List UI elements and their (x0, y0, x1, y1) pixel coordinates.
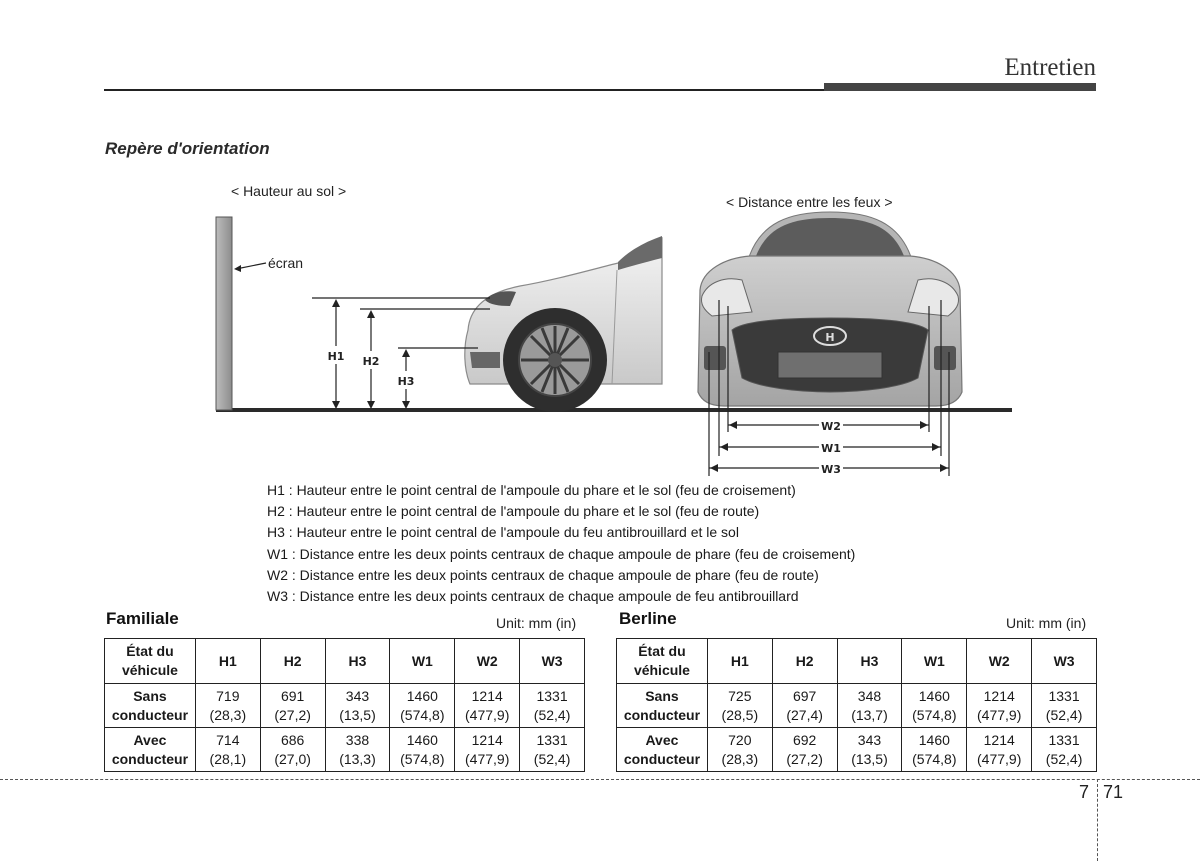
footer-dashed-rule (0, 779, 1200, 780)
value-cell: 343(13,5) (836, 727, 903, 772)
definition-w3: W3 : Distance entre les deux points cent… (267, 588, 799, 605)
dim-label-h1: H1 (328, 350, 345, 363)
value-cell: 1214(477,9) (454, 727, 521, 772)
header-rule (104, 89, 1096, 91)
svg-text:H: H (825, 331, 834, 344)
header-h3: H3 (324, 638, 391, 684)
value-cell: 1214(477,9) (966, 683, 1033, 728)
familiale-title: Familiale (106, 609, 179, 628)
value-cell: 1460(574,8) (389, 683, 456, 728)
footer-dashed-divider (1097, 779, 1098, 861)
header-w2: W2 (454, 638, 521, 684)
screen-panel (215, 216, 233, 411)
value-cell: 1460(574,8) (389, 727, 456, 772)
chapter-title: Entretien (1004, 54, 1096, 81)
chapter-number: 7 (1079, 782, 1090, 802)
header-h1: H1 (194, 638, 261, 684)
familiale-unit: Unit: mm (in) (496, 615, 577, 631)
value-cell: 1331(52,4) (1031, 727, 1097, 772)
value-cell: 348(13,7) (836, 683, 903, 728)
value-cell: 725(28,5) (706, 683, 773, 728)
header-rule-accent (824, 83, 1096, 91)
dim-label-w1: W1 (821, 442, 841, 455)
dim-label-h3: H3 (398, 375, 415, 388)
car-front-view: H (697, 211, 963, 407)
dim-label-w2: W2 (821, 420, 841, 433)
definition-h2: H2 : Hauteur entre le point central de l… (267, 503, 760, 520)
definition-h3: H3 : Hauteur entre le point central de l… (267, 524, 739, 541)
value-cell: 697(27,4) (771, 683, 838, 728)
screen-label: écran (268, 255, 303, 271)
header-w3: W3 (1031, 638, 1097, 684)
value-cell: 1331(52,4) (519, 683, 585, 728)
value-cell: 691(27,2) (259, 683, 326, 728)
ground-line (216, 408, 1012, 412)
header-w1: W1 (389, 638, 456, 684)
value-cell: 1331(52,4) (1031, 683, 1097, 728)
page-number: 71 (1103, 782, 1124, 802)
value-cell: 686(27,0) (259, 727, 326, 772)
header-w2: W2 (966, 638, 1033, 684)
value-cell: 719(28,3) (194, 683, 261, 728)
header-h1: H1 (706, 638, 773, 684)
value-cell: 338(13,3) (324, 727, 391, 772)
value-cell: 1460(574,8) (901, 727, 968, 772)
dim-label-h2: H2 (363, 355, 380, 368)
value-cell: 1460(574,8) (901, 683, 968, 728)
value-cell: 692(27,2) (771, 727, 838, 772)
dimension-definitions: H1 : Hauteur entre le point central de l… (267, 480, 855, 607)
car-side-view (464, 236, 663, 412)
value-cell: 1214(477,9) (454, 683, 521, 728)
value-cell: 720(28,3) (706, 727, 773, 772)
ground-height-caption: < Hauteur au sol > (231, 183, 347, 199)
header-h3: H3 (836, 638, 903, 684)
headlight-aiming-figure: écran H1 H2 H3 (215, 211, 1012, 476)
section-title: Repère d'orientation (105, 139, 270, 158)
lamp-distance-caption: < Distance entre les feux > (726, 194, 893, 210)
berline-unit: Unit: mm (in) (1006, 615, 1087, 631)
header-w1: W1 (901, 638, 968, 684)
header-h2: H2 (259, 638, 326, 684)
value-cell: 1214(477,9) (966, 727, 1033, 772)
value-cell: 1331(52,4) (519, 727, 585, 772)
value-cell: 714(28,1) (194, 727, 261, 772)
definition-w1: W1 : Distance entre les deux points cent… (267, 545, 856, 562)
value-cell: 343(13,5) (324, 683, 391, 728)
berline-title: Berline (619, 609, 677, 628)
definition-w2: W2 : Distance entre les deux points cent… (267, 566, 819, 583)
dim-label-w3: W3 (821, 463, 841, 476)
header-w3: W3 (519, 638, 585, 684)
header-h2: H2 (771, 638, 838, 684)
definition-h1: H1 : Hauteur entre le point central de l… (267, 482, 796, 498)
